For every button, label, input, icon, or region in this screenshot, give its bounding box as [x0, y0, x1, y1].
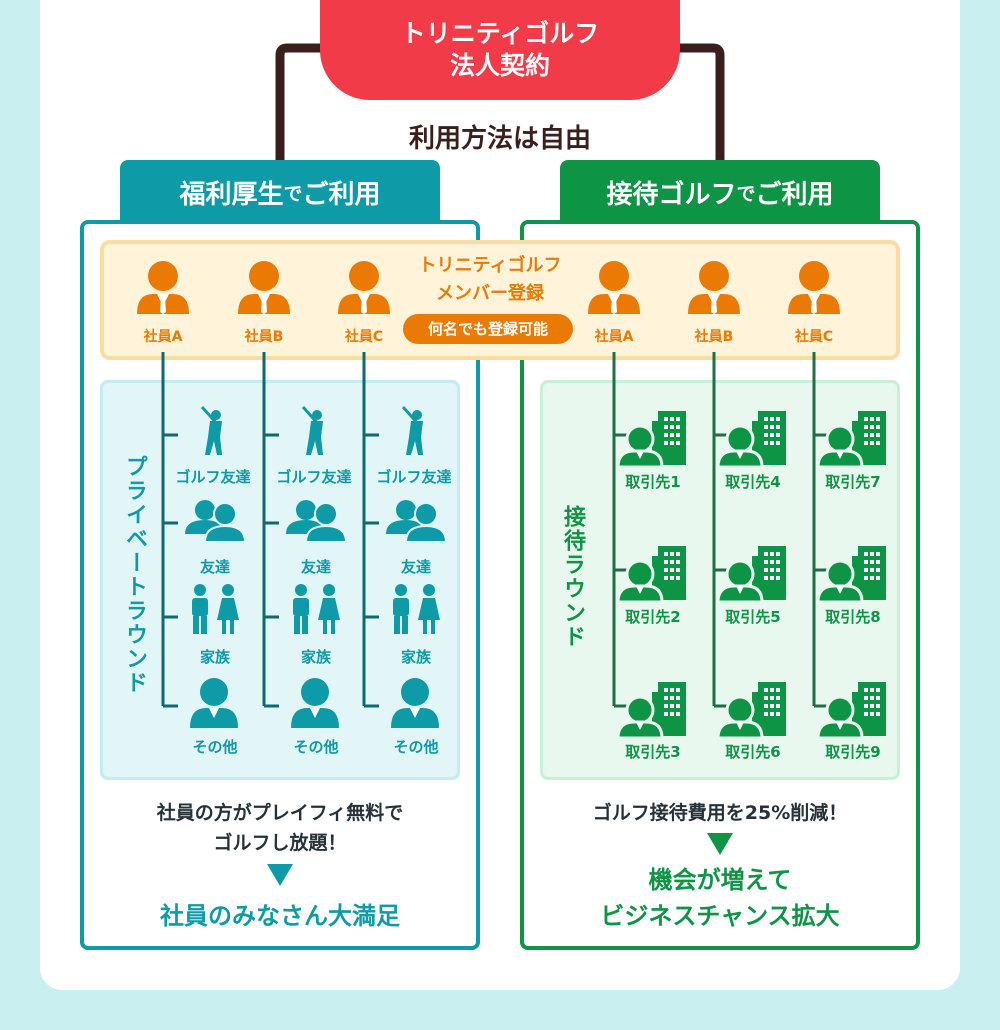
member-title-line1: トリニティゴルフ	[418, 255, 562, 276]
down-arrow-icon	[707, 833, 733, 855]
entertainment-tab-main: 接待ゴルフ	[606, 179, 737, 210]
other-label: その他	[293, 738, 339, 756]
employee-a-left: 社員A	[143, 329, 183, 345]
client-label-3: 取引先3	[625, 743, 681, 761]
entertainment-result: 機会が増えて ビジネスチャンス拡大	[540, 862, 900, 934]
client-icons	[616, 409, 888, 740]
friend-label: 友達	[300, 558, 331, 576]
employee-c-left: 社員C	[344, 329, 384, 345]
member-title: トリニティゴルフ メンバー登録	[395, 252, 585, 308]
family-label: 家族	[199, 648, 230, 666]
private-round-label: プライベートラウンド	[122, 455, 147, 695]
golf-friend-label: ゴルフ友達	[175, 468, 251, 486]
welfare-result: 社員のみなさん大満足	[160, 902, 400, 930]
family-label: 家族	[400, 648, 431, 666]
welfare-message-line2: ゴルフし放題！	[213, 832, 347, 854]
other-label: その他	[393, 738, 439, 756]
welfare-benefit-message: 社員の方がプレイフィ無料で ゴルフし放題！	[100, 798, 460, 858]
corporate-contract-badge: トリニティゴルフ 法人契約	[320, 0, 680, 100]
member-registration-band	[100, 240, 900, 360]
client-label-6: 取引先6	[725, 743, 781, 761]
friend-label: 友達	[199, 558, 230, 576]
client-label-1: 取引先1	[625, 473, 681, 491]
welfare-tab-de: で	[283, 182, 303, 205]
contract-line1: トリニティゴルフ	[400, 19, 600, 48]
other-label: その他	[192, 738, 238, 756]
golf-friend-label: ゴルフ友達	[276, 468, 352, 486]
entertainment-tab-tail: ご利用	[755, 179, 834, 210]
unlimited-registration-badge: 何名でも登録可能	[403, 314, 573, 344]
entertainment-round-label: 接待ラウンド	[560, 505, 585, 649]
entertainment-tab-de: で	[736, 182, 756, 205]
usage-text: 利用方法は自由	[408, 124, 591, 154]
client-label-9: 取引先9	[825, 743, 881, 761]
entertainment-cost-message: ゴルフ接待費用を25%削減！	[592, 802, 848, 824]
entertainment-result-line1: 機会が増えて	[648, 866, 792, 894]
client-label-4: 取引先4	[725, 473, 781, 491]
entertainment-tab: 接待ゴルフでご利用	[560, 160, 880, 224]
client-label-2: 取引先2	[625, 608, 681, 626]
welfare-tab-main: 福利厚生	[179, 179, 284, 210]
client-label-7: 取引先7	[825, 473, 881, 491]
golf-friend-label: ゴルフ友達	[376, 468, 452, 486]
friends-icons	[184, 499, 447, 543]
other-person-icons	[190, 678, 439, 728]
employee-c-right: 社員C	[794, 329, 834, 345]
welfare-tab: 福利厚生でご利用	[120, 160, 440, 224]
client-label-5: 取引先5	[725, 608, 781, 626]
down-arrow-icon	[267, 864, 293, 886]
family-label: 家族	[300, 648, 331, 666]
welfare-message-line1: 社員の方がプレイフィ無料で	[156, 802, 404, 824]
welfare-tab-tail: ご利用	[302, 179, 381, 210]
employee-b-left: 社員B	[244, 329, 284, 345]
family-icons	[192, 584, 440, 634]
contract-line2: 法人契約	[449, 51, 550, 80]
member-title-line2: メンバー登録	[436, 283, 544, 304]
client-label-8: 取引先8	[825, 608, 881, 626]
employee-a-right: 社員A	[594, 329, 634, 345]
entertainment-result-line2: ビジネスチャンス拡大	[600, 902, 840, 930]
employee-b-right: 社員B	[694, 329, 734, 345]
friend-label: 友達	[400, 558, 431, 576]
golf-friend-icons	[200, 405, 425, 457]
